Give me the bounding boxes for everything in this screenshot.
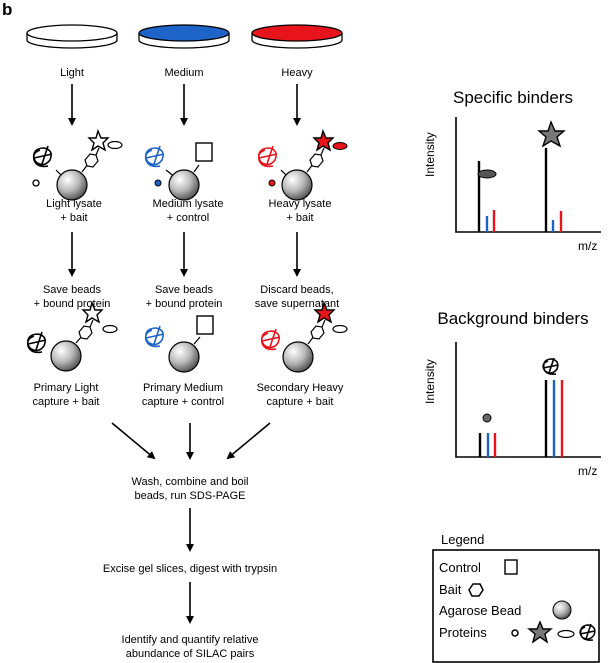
spectrum-specific-xlabel: m/z [578,239,598,253]
step-medium-line1: Save beads [154,284,214,296]
capture-bead-light [26,300,118,372]
capture-label-light: Primary Light capture + bait [33,381,100,409]
bead-bait-heavy [257,128,348,201]
dish-label-medium: Medium [164,67,204,79]
lysate-label-heavy: Heavy lysate + bait [269,197,332,225]
column-arrows [68,84,301,624]
flow-step-wash: Wash, combine and boil beads, run SDS-PA… [132,475,249,503]
capture-light-line1: Primary Light [33,382,99,394]
legend-protein-dot-icon [511,629,519,637]
spectrum-background [455,342,601,458]
step-heavy-line2: save supernatant [254,298,340,310]
legend-item-control: Control [439,560,481,575]
step-medium-line2: + bound protein [145,298,223,310]
legend-item-proteins: Proteins [439,625,487,640]
bead-control-medium [144,142,213,201]
flow-step-identify: Identify and quantify relative abundance… [122,633,259,661]
step-label-light: Save beads + bound protein [34,283,111,311]
capture-heavy-line2: capture + bait [266,396,334,408]
dish-light [26,24,118,49]
bead-bait-light [32,128,123,201]
flow-step-excise: Excise gel slices, digest with trypsin [103,562,277,576]
step-light-line1: Save beads [42,284,102,296]
capture-light-line2: capture + bait [32,396,100,408]
lysate-light-line2: + bait [60,212,88,224]
step-heavy-line1: Discard beads, [260,284,334,296]
lysate-heavy-line1: Heavy lysate [268,198,332,210]
lysate-label-light: Light lysate + bait [46,197,102,225]
dish-heavy [251,24,343,49]
flow-wash-line1: Wash, combine and boil [131,476,249,488]
flow-wash-line2: beads, run SDS-PAGE [134,490,246,502]
step-label-heavy: Discard beads, save supernatant [255,283,339,311]
spectrum-specific-ylabel: Intensity [423,132,437,177]
legend-bait-icon [468,583,484,597]
spectrum-background-xlabel: m/z [578,464,598,478]
legend-protein-coil-icon [579,623,596,641]
step-light-line2: + bound protein [33,298,111,310]
spectrum-specific [455,117,601,233]
capture-label-heavy: Secondary Heavy capture + bait [257,381,344,409]
lysate-light-line1: Light lysate [46,198,102,210]
step-label-medium: Save beads + bound protein [146,283,223,311]
dish-label-heavy: Heavy [281,67,313,79]
flow-excise-line1: Excise gel slices, digest with trypsin [102,563,278,575]
capture-medium-line2: capture + control [141,396,225,408]
capture-heavy-line1: Secondary Heavy [256,382,344,394]
lysate-medium-line2: + control [166,212,210,224]
spectrum-background-ylabel: Intensity [423,359,437,404]
legend-box [432,549,600,663]
dish-medium [138,24,230,49]
legend-item-bait: Bait [439,582,462,597]
lysate-label-medium: Medium lysate + control [153,197,224,225]
capture-medium-line1: Primary Medium [142,382,224,394]
legend-title: Legend [441,532,485,547]
flow-identify-line1: Identify and quantify relative [121,634,259,646]
legend-protein-star-icon [527,620,553,644]
capture-label-medium: Primary Medium capture + control [142,381,224,409]
legend-item-bead: Agarose Bead [439,603,522,618]
capture-bead-heavy [260,300,348,373]
dish-label-light: Light [60,67,84,79]
lysate-medium-line1: Medium lysate [152,198,224,210]
flow-identify-line2: abundance of SILAC pairs [125,648,255,660]
legend-control-icon [504,559,518,575]
legend-protein-ellipse-icon [557,629,575,639]
legend-bead-icon [552,600,572,620]
panel-label: b [2,0,13,19]
capture-bead-medium [144,315,214,373]
spectrum-specific-title: Specific binders [452,88,574,107]
spectrum-background-title: Background binders [437,309,589,328]
lysate-heavy-line2: + bait [286,212,314,224]
